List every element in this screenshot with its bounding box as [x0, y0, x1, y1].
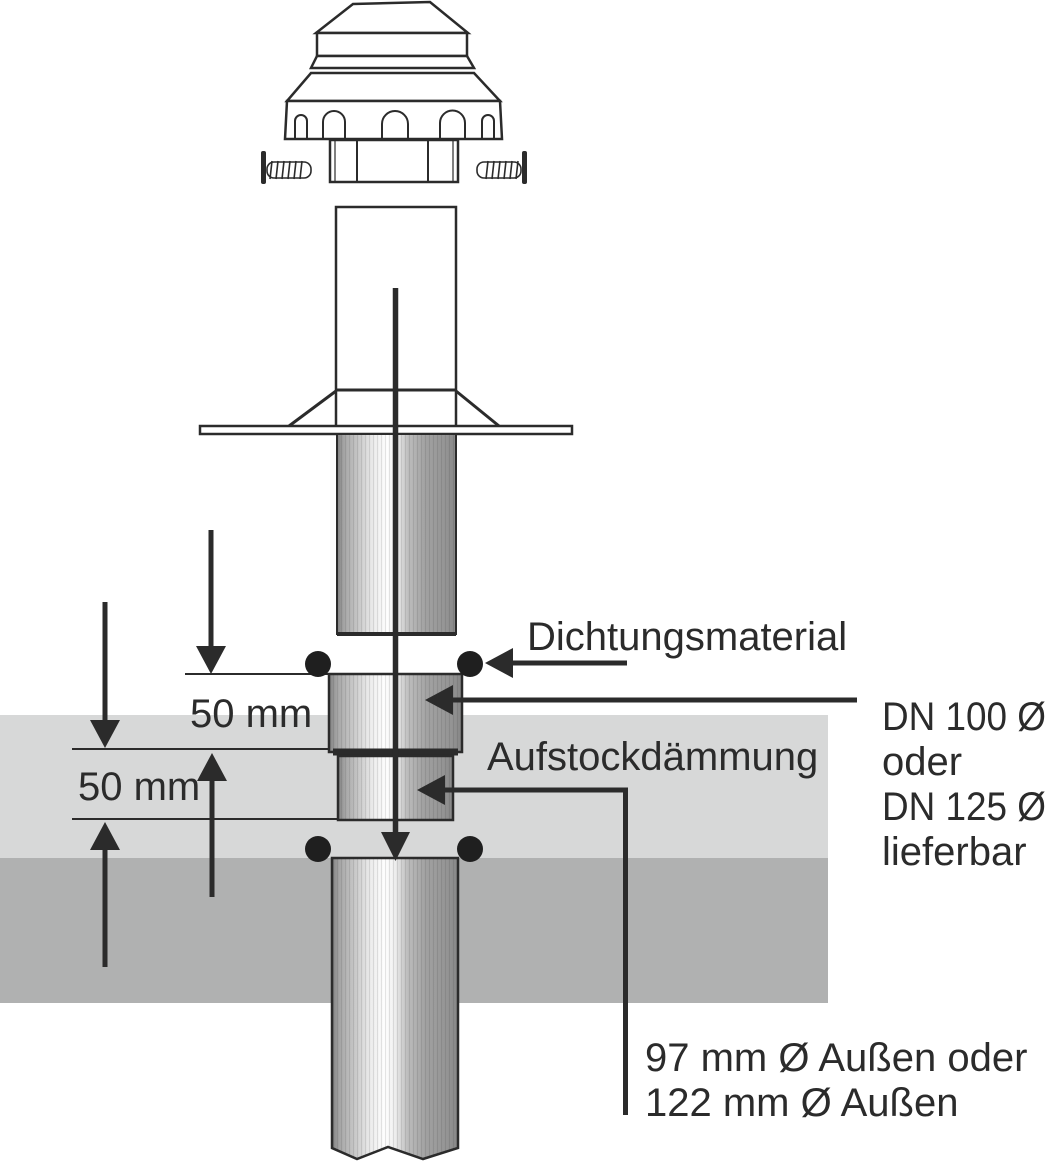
screw-left: [261, 151, 312, 184]
cap-flare: [308, 54, 477, 70]
screw-head-flange: [522, 151, 527, 184]
cap-skirt-arch: [294, 114, 308, 139]
cap-band: [315, 31, 469, 58]
outer-note-line-1: 97 mm Ø Außen oder: [645, 1036, 1027, 1080]
cap-skirt-arch: [439, 109, 466, 139]
sealing-material-label: Dichtungsmaterial: [527, 615, 847, 659]
center-axis-arrow: [381, 288, 410, 861]
dn-note-text: DN 100 Ø oder DN 125 Ø lieferbar: [882, 695, 1046, 874]
insulation-label: Aufstockdämmung: [487, 735, 818, 779]
leader-dn-note: [425, 685, 857, 715]
leader-outer-diameter: [417, 775, 628, 1115]
cap-lid: [312, 0, 472, 35]
leader-sealing-material: [485, 648, 627, 678]
leader-elbow: [440, 787, 628, 1115]
left-arrow-head: [425, 685, 453, 715]
cap-skirt: [283, 99, 504, 141]
seal-dot: [457, 836, 483, 862]
vent-cap: [283, 0, 504, 184]
pipe-lower-texture: [332, 858, 458, 1159]
seal-dot: [457, 651, 483, 677]
screw-right: [476, 151, 527, 184]
dn-note-line-3: DN 125 Ø: [882, 785, 1046, 829]
outer-note-line-2: 122 mm Ø Außen: [645, 1081, 958, 1125]
dimension-annotations: [72, 530, 338, 967]
screw-head-flange: [261, 151, 266, 184]
down-arrow-head: [90, 720, 120, 748]
flange-brace-right: [455, 389, 500, 428]
flange-brace-left: [288, 389, 337, 428]
cap-cone: [284, 71, 503, 103]
dn-note-line-1: DN 100 Ø: [882, 695, 1046, 739]
up-arrow-head: [90, 822, 120, 850]
screw-threads: [269, 160, 303, 180]
dimension-label-lower: 50 mm: [78, 765, 200, 809]
sealing-dots: [305, 651, 483, 862]
dimension-label-upper: 50 mm: [190, 692, 312, 736]
screw-threads: [485, 160, 519, 180]
outer-diameter-text: 97 mm Ø Außen oder 122 mm Ø Außen: [645, 1036, 1027, 1125]
dn-note-line-2: oder: [882, 740, 962, 784]
seal-dot: [305, 651, 331, 677]
screw-shaft: [476, 161, 522, 179]
screw-shaft: [266, 161, 312, 179]
dn-note-line-4: lieferbar: [882, 830, 1027, 874]
cap-skirt-arch: [381, 110, 409, 139]
seal-dot: [305, 836, 331, 862]
flange-plate: [198, 424, 574, 436]
cap-neck: [328, 138, 460, 184]
cap-skirt-arch: [481, 114, 495, 139]
left-arrow-head: [417, 775, 445, 805]
cap-skirt-arch: [322, 110, 346, 139]
center-axis-arrowhead: [381, 832, 410, 861]
left-arrow-head: [485, 648, 513, 678]
upper-pipe-and-flange: [198, 205, 574, 436]
up-arrow-head: [197, 753, 227, 781]
down-arrow-head: [196, 646, 226, 674]
